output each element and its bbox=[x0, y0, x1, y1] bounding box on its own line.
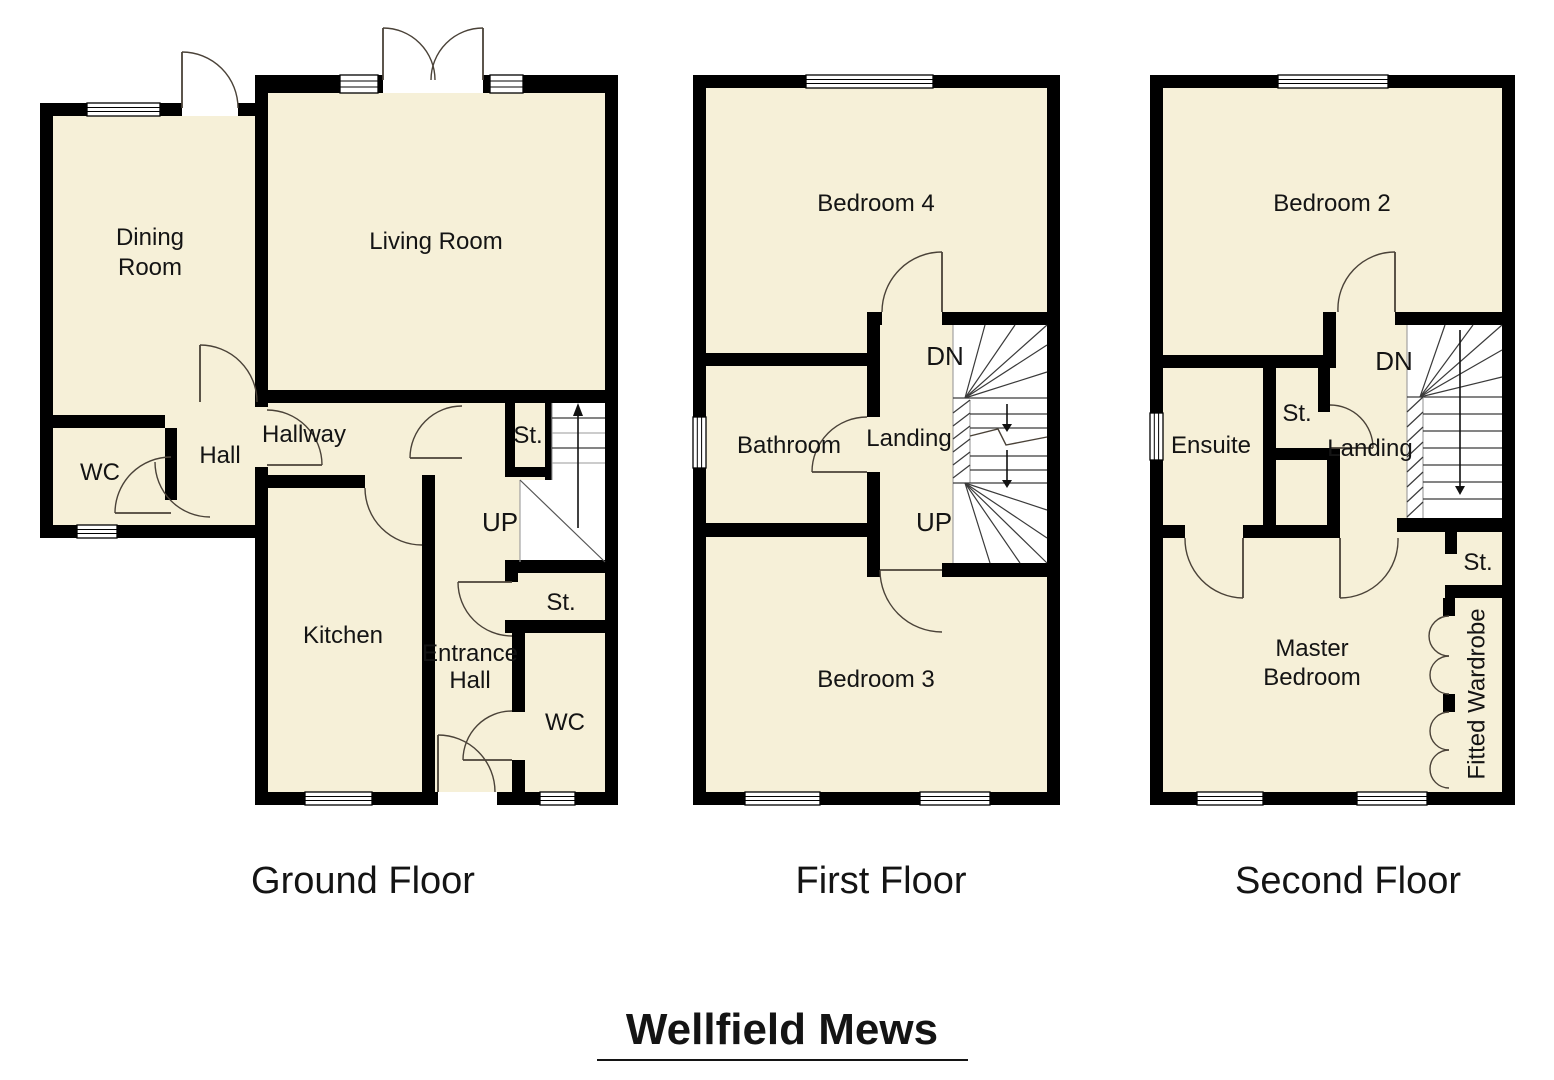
room-label-living: Living Room bbox=[369, 228, 502, 255]
window-wc2-bottom bbox=[539, 791, 576, 806]
window-ensuite-left bbox=[1149, 412, 1164, 461]
room-label-master-line1: Master bbox=[1275, 635, 1348, 662]
room-label-hallway: Hallway bbox=[262, 421, 346, 448]
direction-label-dn-f1: DN bbox=[926, 341, 964, 371]
window-bedroom3-bottom-left bbox=[744, 791, 821, 806]
room-label-store: St. bbox=[546, 589, 575, 616]
first-floor-plan: Bedroom 4 Bathroom Landing DN UP Bedroom… bbox=[692, 74, 1060, 806]
second-floor-doors bbox=[1184, 251, 1450, 789]
floor-title-first: First Floor bbox=[796, 860, 967, 902]
room-label-fitted-wardrobe: Fitted Wardrobe bbox=[1464, 608, 1491, 779]
direction-label-up-f1: UP bbox=[916, 507, 952, 537]
window-bedroom2-top bbox=[1277, 74, 1389, 89]
room-label-hall: Hall bbox=[199, 442, 240, 469]
room-label-bedroom3: Bedroom 3 bbox=[817, 666, 934, 693]
room-label-store-right: St. bbox=[1463, 549, 1492, 576]
ground-floor-walls bbox=[40, 75, 618, 805]
room-label-bedroom2: Bedroom 2 bbox=[1273, 190, 1390, 217]
room-label-wc: WC bbox=[80, 459, 120, 486]
window-bedroom3-bottom-right bbox=[919, 791, 991, 806]
first-floor-stair-details bbox=[952, 324, 1048, 564]
second-floor-stair-details bbox=[1406, 324, 1503, 518]
ground-floor-windows bbox=[76, 74, 576, 806]
ground-floor-exterior-door-gaps bbox=[182, 75, 497, 805]
plan-titles: Ground Floor First Floor Second Floor We… bbox=[251, 860, 1461, 1061]
second-floor-windows bbox=[1149, 74, 1428, 806]
second-floor-labels: Bedroom 2 Ensuite St. Landing DN St. Mas… bbox=[1171, 190, 1493, 780]
window-dining-top bbox=[86, 102, 161, 117]
floor-title-second: Second Floor bbox=[1235, 860, 1461, 902]
room-label-landing-f2: Landing bbox=[1327, 435, 1412, 462]
first-floor-stairwell bbox=[953, 325, 1047, 563]
first-floor-doors bbox=[811, 251, 943, 633]
window-living-top-left bbox=[339, 74, 379, 94]
room-label-entrance-line2: Hall bbox=[449, 667, 490, 694]
ground-floor-stair-details bbox=[519, 403, 606, 563]
ground-floor-plan: Dining Room Living Room WC Hall Hallway … bbox=[40, 27, 618, 806]
room-label-bedroom4: Bedroom 4 bbox=[817, 190, 934, 217]
first-floor-labels: Bedroom 4 Bathroom Landing DN UP Bedroom… bbox=[737, 190, 964, 693]
room-label-wc2: WC bbox=[545, 709, 585, 736]
direction-label-dn-f2: DN bbox=[1375, 346, 1413, 376]
room-label-kitchen: Kitchen bbox=[303, 622, 383, 649]
room-label-landing-f1: Landing bbox=[866, 425, 951, 452]
room-label-ensuite: Ensuite bbox=[1171, 432, 1251, 459]
room-label-entrance-line1: Entrance bbox=[422, 640, 518, 667]
window-wc-bottom bbox=[76, 524, 118, 539]
window-kitchen-bottom bbox=[304, 791, 373, 806]
second-floor-plan: Bedroom 2 Ensuite St. Landing DN St. Mas… bbox=[1149, 74, 1515, 806]
window-master-bottom-right bbox=[1356, 791, 1428, 806]
room-label-master-line2: Bedroom bbox=[1263, 664, 1360, 691]
window-living-top-right bbox=[489, 74, 524, 94]
window-bathroom-left bbox=[692, 416, 707, 469]
room-label-store-mid: St. bbox=[1282, 400, 1311, 427]
room-label-dining-line1: Dining bbox=[116, 224, 184, 251]
room-label-st-stairs: St. bbox=[513, 422, 542, 449]
ground-floor-doors bbox=[114, 27, 513, 793]
ground-floor-labels: Dining Room Living Room WC Hall Hallway … bbox=[80, 224, 585, 736]
direction-label-up: UP bbox=[482, 507, 518, 537]
room-label-dining-line2: Room bbox=[118, 254, 182, 281]
page-title: Wellfield Mews bbox=[626, 1005, 938, 1054]
floor-title-ground: Ground Floor bbox=[251, 860, 475, 902]
window-bedroom4-top bbox=[805, 74, 934, 89]
fitted-wardrobe-doors bbox=[1428, 615, 1450, 789]
first-floor-windows bbox=[692, 74, 991, 806]
window-master-bottom-left bbox=[1196, 791, 1264, 806]
room-label-bathroom: Bathroom bbox=[737, 432, 841, 459]
